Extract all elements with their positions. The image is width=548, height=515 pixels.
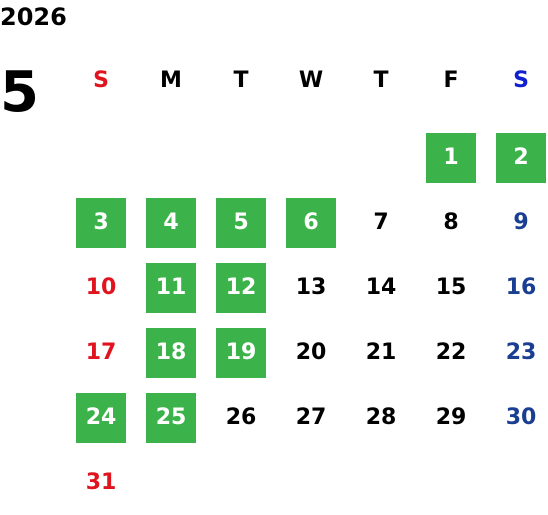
empty-cell	[206, 125, 276, 190]
day-cell[interactable]: 26	[206, 385, 276, 450]
empty-cell	[136, 125, 206, 190]
day-cell[interactable]: 14	[346, 255, 416, 320]
day-number-highlighted[interactable]: 1	[426, 132, 476, 183]
day-cell[interactable]: 27	[276, 385, 346, 450]
day-cell[interactable]: 24	[66, 385, 136, 450]
day-number-highlighted[interactable]: 24	[76, 392, 126, 443]
weekday-header: F	[443, 67, 459, 93]
day-number[interactable]: 16	[505, 275, 537, 300]
day-number-highlighted[interactable]: 25	[146, 392, 196, 443]
day-cell[interactable]: 9	[486, 190, 548, 255]
day-number[interactable]: 9	[513, 210, 529, 235]
day-number[interactable]: 27	[295, 405, 327, 430]
day-cell[interactable]: 7	[346, 190, 416, 255]
weekday-header: W	[298, 67, 324, 93]
weekday-header: S	[513, 67, 529, 93]
empty-cell	[66, 125, 136, 190]
day-cell[interactable]: 19	[206, 320, 276, 385]
day-number-highlighted[interactable]: 18	[146, 327, 196, 378]
day-cell[interactable]: 15	[416, 255, 486, 320]
day-number[interactable]: 7	[373, 210, 389, 235]
calendar-year: 2026	[0, 3, 67, 31]
day-cell[interactable]: 11	[136, 255, 206, 320]
day-cell[interactable]: 20	[276, 320, 346, 385]
day-cell[interactable]: 4	[136, 190, 206, 255]
day-number-highlighted[interactable]: 3	[76, 197, 126, 248]
day-number[interactable]: 21	[365, 340, 397, 365]
day-number[interactable]: 26	[225, 405, 257, 430]
day-cell[interactable]: 2	[486, 125, 548, 190]
day-cell[interactable]: 31	[66, 450, 136, 515]
day-cell[interactable]: 23	[486, 320, 548, 385]
day-number[interactable]: 28	[365, 405, 397, 430]
weekday-header: S	[93, 67, 109, 93]
day-number-highlighted[interactable]: 2	[496, 132, 546, 183]
day-number-highlighted[interactable]: 6	[286, 197, 336, 248]
day-cell[interactable]: 8	[416, 190, 486, 255]
empty-cell	[346, 125, 416, 190]
day-number-highlighted[interactable]: 5	[216, 197, 266, 248]
day-cell[interactable]: 29	[416, 385, 486, 450]
day-cell[interactable]: 21	[346, 320, 416, 385]
day-number[interactable]: 10	[85, 275, 117, 300]
weekday-header: T	[373, 67, 389, 93]
day-number-highlighted[interactable]: 4	[146, 197, 196, 248]
day-cell[interactable]: 13	[276, 255, 346, 320]
day-number[interactable]: 23	[505, 340, 537, 365]
day-number[interactable]: 13	[295, 275, 327, 300]
day-number[interactable]: 31	[85, 470, 117, 495]
day-number-highlighted[interactable]: 12	[216, 262, 266, 313]
day-cell[interactable]: 12	[206, 255, 276, 320]
weekday-header: M	[160, 67, 182, 93]
weekday-header: T	[233, 67, 249, 93]
empty-cell	[276, 125, 346, 190]
day-cell[interactable]: 5	[206, 190, 276, 255]
day-cell[interactable]: 16	[486, 255, 548, 320]
day-number[interactable]: 30	[505, 405, 537, 430]
day-cell[interactable]: 6	[276, 190, 346, 255]
day-number[interactable]: 29	[435, 405, 467, 430]
day-cell[interactable]: 1	[416, 125, 486, 190]
day-cell[interactable]: 18	[136, 320, 206, 385]
day-number-highlighted[interactable]: 11	[146, 262, 196, 313]
day-number[interactable]: 17	[85, 340, 117, 365]
day-cell[interactable]: 22	[416, 320, 486, 385]
day-number[interactable]: 20	[295, 340, 327, 365]
day-number[interactable]: 15	[435, 275, 467, 300]
day-cell[interactable]: 3	[66, 190, 136, 255]
day-number-highlighted[interactable]: 19	[216, 327, 266, 378]
day-cell[interactable]: 17	[66, 320, 136, 385]
day-cell[interactable]: 25	[136, 385, 206, 450]
day-number[interactable]: 14	[365, 275, 397, 300]
day-cell[interactable]: 30	[486, 385, 548, 450]
day-cell[interactable]: 10	[66, 255, 136, 320]
day-number[interactable]: 22	[435, 340, 467, 365]
day-number[interactable]: 8	[443, 210, 459, 235]
calendar-month: 5	[0, 60, 39, 125]
day-cell[interactable]: 28	[346, 385, 416, 450]
